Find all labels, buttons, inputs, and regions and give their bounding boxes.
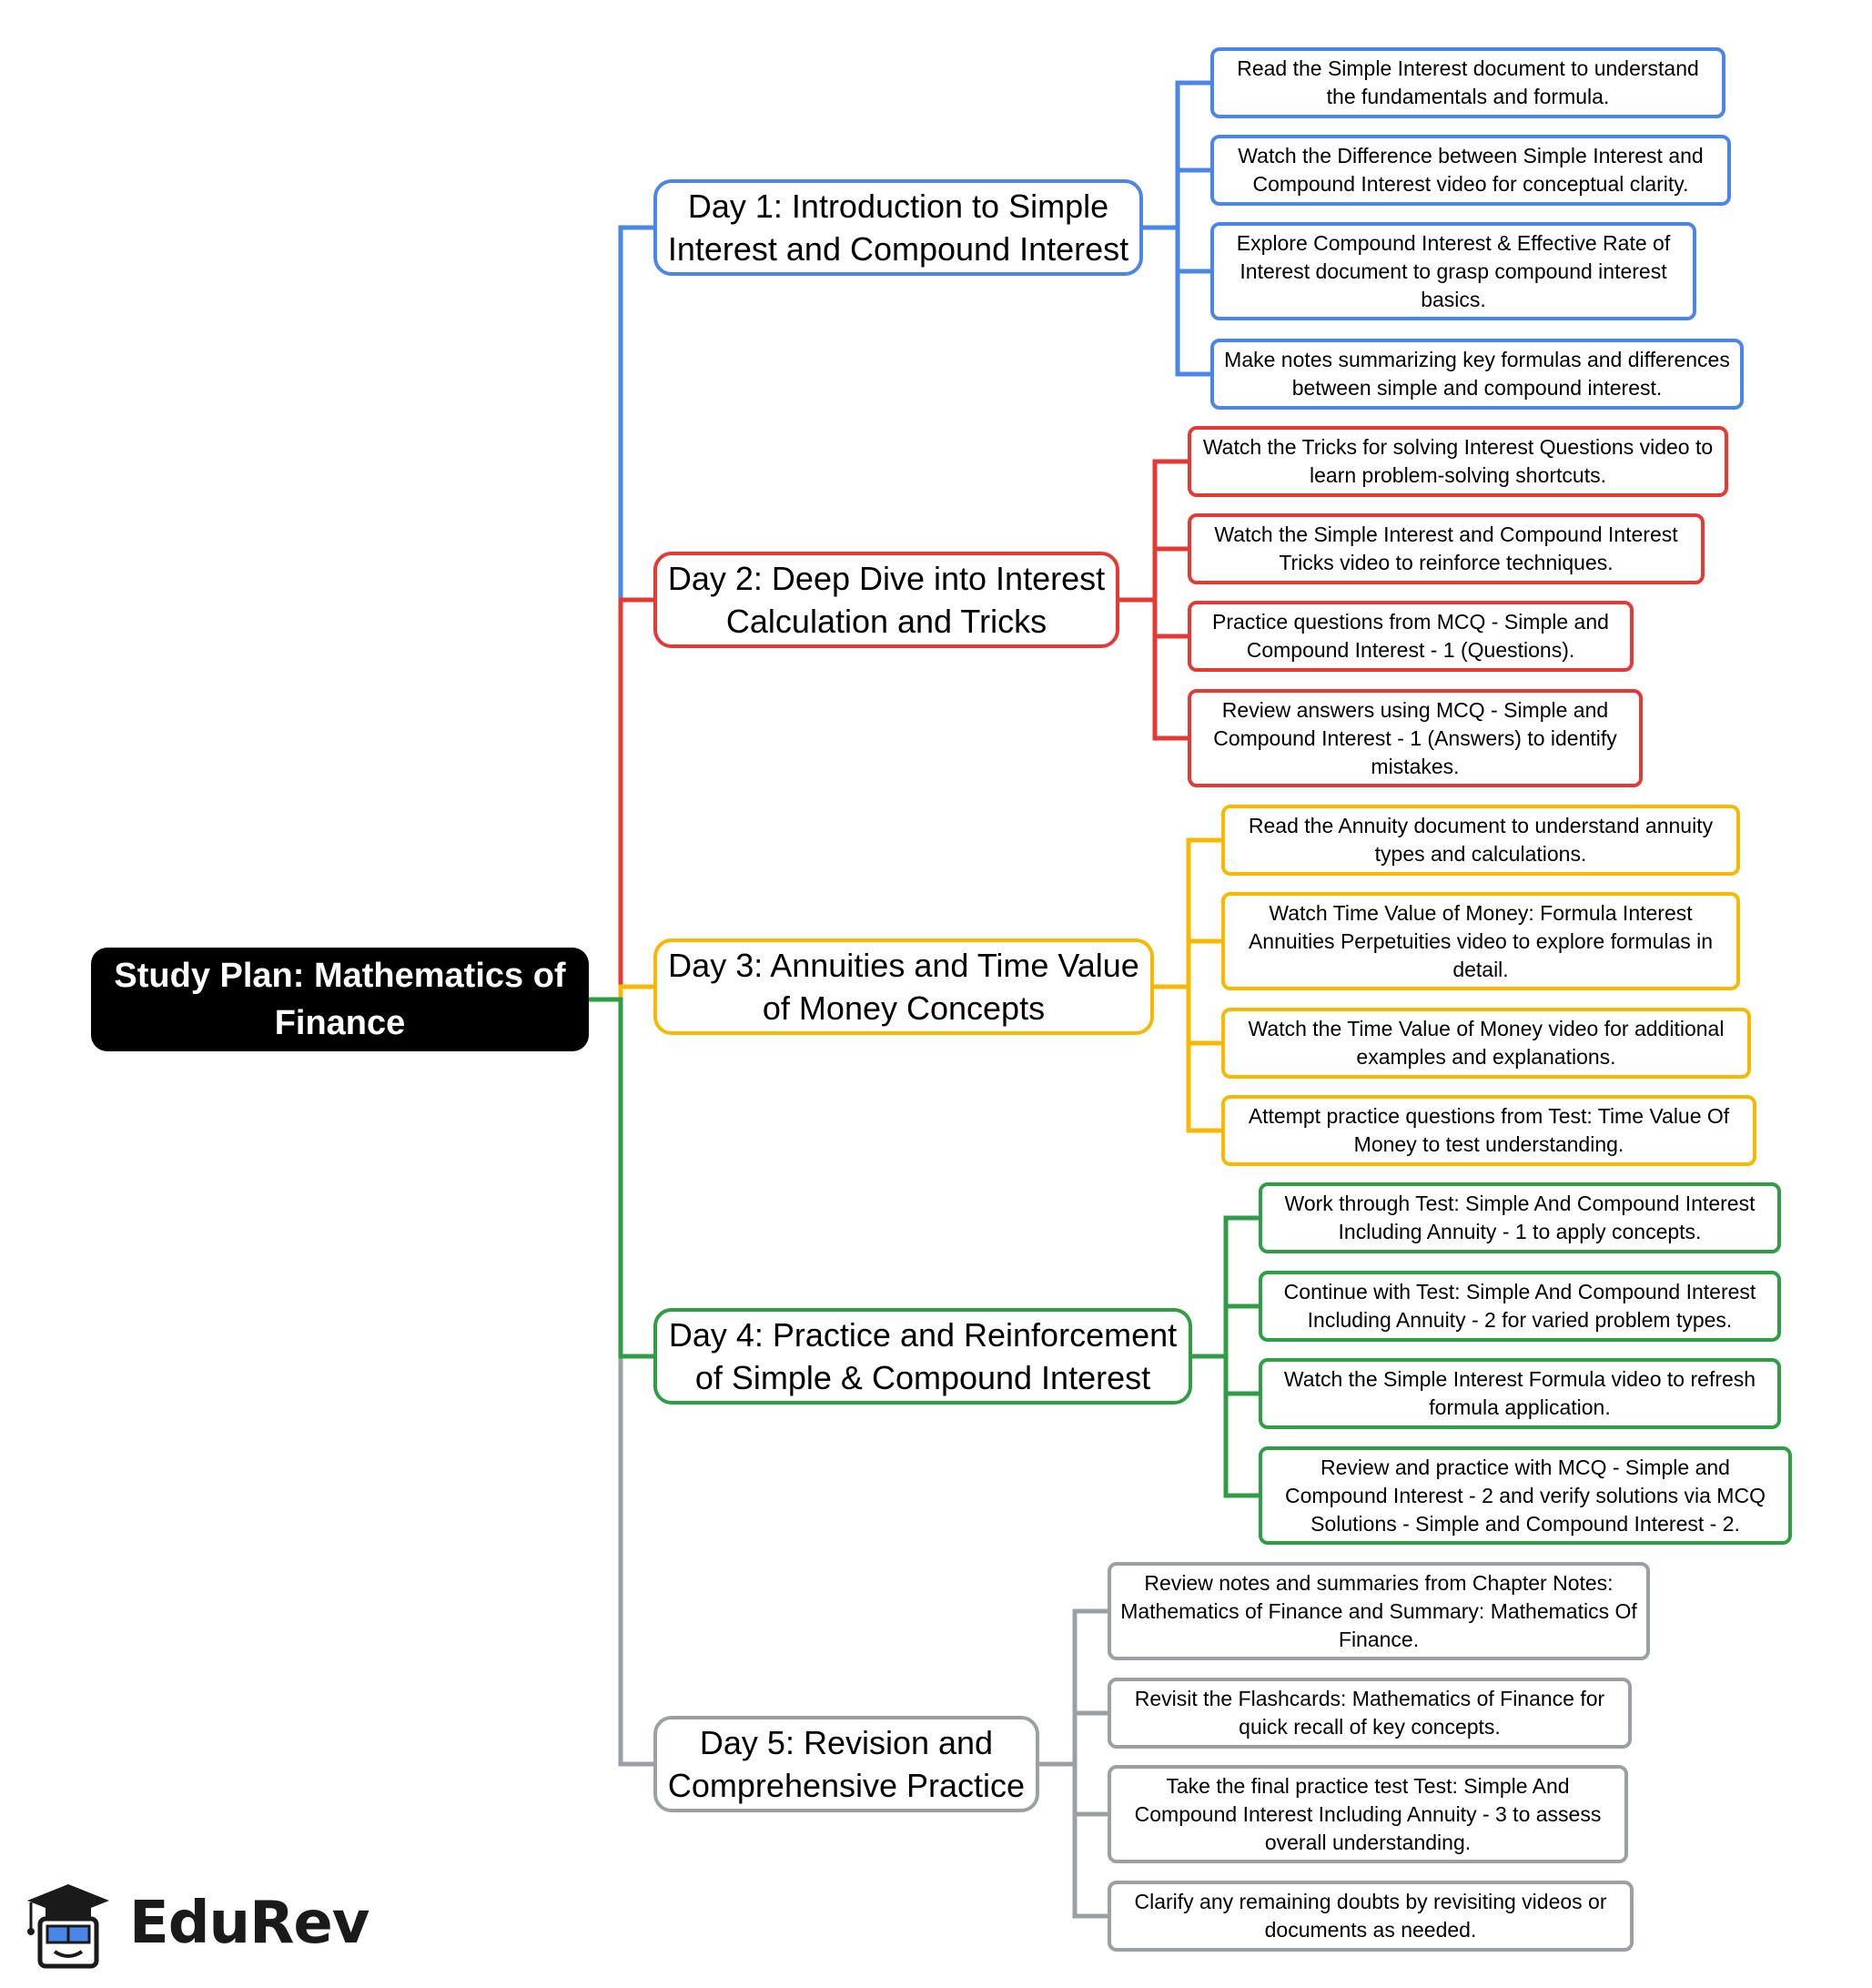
day-3-task-3: Watch the Time Value of Money video for … xyxy=(1221,1008,1751,1079)
day-4-task-1: Work through Test: Simple And Compound I… xyxy=(1259,1182,1781,1253)
logo-text: EduRev xyxy=(129,1889,369,1957)
day-2-task-4: Review answers using MCQ - Simple and Co… xyxy=(1188,689,1643,787)
day-4-node: Day 4: Practice and Reinforcement of Sim… xyxy=(653,1308,1192,1405)
day-1-task-3: Explore Compound Interest & Effective Ra… xyxy=(1210,222,1696,320)
day-2-task-2: Watch the Simple Interest and Compound I… xyxy=(1188,513,1705,584)
root-node: Study Plan: Mathematics of Finance xyxy=(91,948,589,1051)
day-2-task-3: Practice questions from MCQ - Simple and… xyxy=(1188,601,1634,672)
root-title: Study Plan: Mathematics of Finance xyxy=(114,957,566,1042)
day-2-task-1: Watch the Tricks for solving Interest Qu… xyxy=(1188,426,1728,497)
day-4-task-2: Continue with Test: Simple And Compound … xyxy=(1259,1271,1781,1342)
edurev-logo: EduRev xyxy=(18,1861,382,1984)
day-3-node: Day 3: Annuities and Time Value of Money… xyxy=(653,938,1154,1035)
day-2-label: Day 2: Deep Dive into Interest Calculati… xyxy=(667,560,1106,640)
day-2-node: Day 2: Deep Dive into Interest Calculati… xyxy=(653,552,1119,648)
day-3-task-1: Read the Annuity document to understand … xyxy=(1221,805,1740,876)
day-5-task-1: Review notes and summaries from Chapter … xyxy=(1108,1562,1650,1660)
day-5-label: Day 5: Revision and Comprehensive Practi… xyxy=(667,1724,1026,1804)
day-5-node: Day 5: Revision and Comprehensive Practi… xyxy=(653,1716,1039,1812)
graduate-cap-icon xyxy=(27,1883,109,1968)
day-4-task-4: Review and practice with MCQ - Simple an… xyxy=(1259,1446,1792,1545)
day-5-task-2: Revisit the Flashcards: Mathematics of F… xyxy=(1108,1678,1632,1749)
day-1-task-1: Read the Simple Interest document to und… xyxy=(1210,47,1725,118)
day-4-label: Day 4: Practice and Reinforcement of Sim… xyxy=(668,1316,1178,1396)
day-3-label: Day 3: Annuities and Time Value of Money… xyxy=(668,947,1139,1027)
day-1-task-2: Watch the Difference between Simple Inte… xyxy=(1210,135,1731,206)
day-1-node: Day 1: Introduction to Simple Interest a… xyxy=(653,179,1143,276)
day-3-task-4: Attempt practice questions from Test: Ti… xyxy=(1221,1095,1756,1166)
day-1-task-4: Make notes summarizing key formulas and … xyxy=(1210,339,1744,410)
day-3-task-2: Watch Time Value of Money: Formula Inter… xyxy=(1221,892,1740,990)
day-4-task-3: Watch the Simple Interest Formula video … xyxy=(1259,1358,1781,1429)
day-5-task-4: Clarify any remaining doubts by revisiti… xyxy=(1108,1881,1634,1952)
day-5-task-3: Take the final practice test Test: Simpl… xyxy=(1108,1765,1628,1863)
day-1-label: Day 1: Introduction to Simple Interest a… xyxy=(667,188,1129,268)
